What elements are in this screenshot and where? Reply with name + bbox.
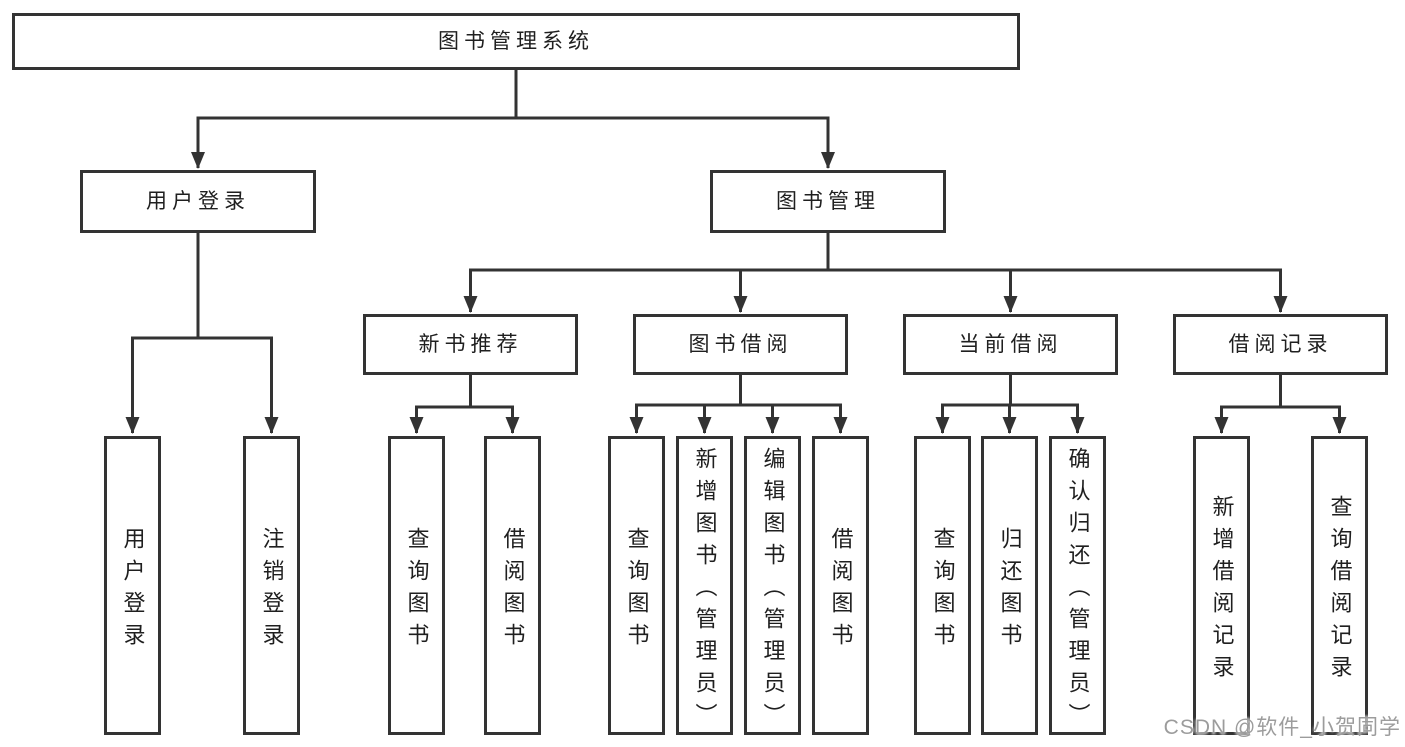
- node-label: 图书管理系统: [438, 30, 594, 53]
- leaf-label: 确认归还（管理员）: [1065, 446, 1091, 735]
- node-user-login: 用户登录: [80, 170, 316, 233]
- rail-book-management: [469, 233, 1282, 272]
- leaf-label: 注销登录: [259, 526, 285, 655]
- leaf-label: 查询图书: [930, 526, 956, 655]
- leaf-label: 新增图书（管理员）: [692, 446, 718, 735]
- leaf-bb-query-book: 查询图书: [608, 436, 665, 735]
- node-label: 用户登录: [146, 190, 250, 213]
- leaf-cb-query-book: 查询图书: [914, 436, 971, 735]
- node-label: 图书管理: [776, 190, 880, 213]
- node-book-management: 图书管理: [710, 170, 946, 233]
- leaf-label: 用户登录: [120, 526, 146, 655]
- rail-root: [196, 70, 830, 120]
- rail-book-borrow: [635, 375, 842, 407]
- leaf-nb-borrow-book: 借阅图书: [484, 436, 541, 735]
- node-label: 新书推荐: [418, 333, 523, 356]
- node-label: 图书借阅: [688, 333, 793, 356]
- node-library-management-system: 图书管理系统: [12, 13, 1020, 70]
- leaf-label: 查询图书: [404, 526, 430, 655]
- leaf-label: 查询图书: [624, 526, 650, 655]
- leaf-label: 借阅图书: [828, 526, 854, 655]
- leaf-logout: 注销登录: [243, 436, 300, 735]
- rail-user-login: [131, 233, 273, 340]
- leaf-bb-borrow-book: 借阅图书: [812, 436, 869, 735]
- node-label: 借阅记录: [1228, 333, 1333, 356]
- leaf-bb-add-book-admin: 新增图书（管理员）: [676, 436, 733, 735]
- node-label: 当前借阅: [958, 333, 1063, 356]
- leaf-label: 编辑图书（管理员）: [760, 446, 786, 735]
- rail-current-borrow: [941, 375, 1079, 407]
- leaf-label: 查询借阅记录: [1327, 494, 1353, 687]
- leaf-br-add-borrow-record: 新增借阅记录: [1193, 436, 1250, 735]
- leaf-bb-edit-book-admin: 编辑图书（管理员）: [744, 436, 801, 735]
- node-borrow-record: 借阅记录: [1173, 314, 1388, 375]
- leaf-label: 借阅图书: [500, 526, 526, 655]
- node-current-borrow: 当前借阅: [903, 314, 1118, 375]
- leaf-user-login: 用户登录: [104, 436, 161, 735]
- rail-borrow-record: [1220, 375, 1341, 409]
- node-new-book-recommend: 新书推荐: [363, 314, 578, 375]
- leaf-cb-confirm-return-admin: 确认归还（管理员）: [1049, 436, 1106, 735]
- leaf-label: 新增借阅记录: [1209, 494, 1235, 687]
- leaf-cb-return-book: 归还图书: [981, 436, 1038, 735]
- csdn-watermark: CSDN @软件_小贺同学: [1163, 716, 1401, 739]
- leaf-nb-query-book: 查询图书: [388, 436, 445, 735]
- leaf-label: 归还图书: [997, 526, 1023, 655]
- node-book-borrow: 图书借阅: [633, 314, 848, 375]
- leaf-br-query-borrow-record: 查询借阅记录: [1311, 436, 1368, 735]
- rail-new-book-recommend: [415, 375, 514, 409]
